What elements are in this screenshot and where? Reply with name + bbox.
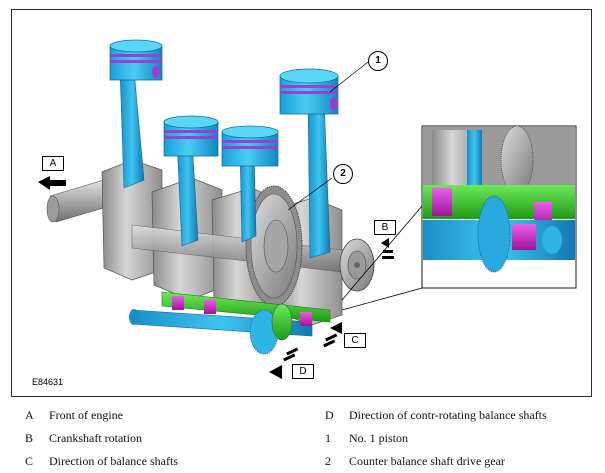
legend-text: Counter balance shaft drive gear	[349, 454, 505, 468]
piston-assembly-4	[279, 68, 339, 259]
callout-d: D	[292, 364, 314, 379]
legend-text: No. 1 piston	[349, 431, 409, 445]
legend-key: 2	[325, 454, 331, 468]
legend-text: Front of engine	[49, 408, 123, 422]
legend-key: 1	[325, 431, 331, 445]
callout-2: 2	[333, 164, 353, 184]
legend-text: Crankshaft rotation	[49, 431, 142, 445]
zoom-leader-line	[341, 205, 423, 301]
arrow-contra-rotating	[269, 347, 299, 379]
legend: A Front of engine B Crankshaft rotation C D…	[11, 400, 591, 472]
legend-item: A Front of engine	[25, 408, 123, 423]
callout-a: A	[42, 156, 64, 171]
legend-item: 1 No. 1 piston	[325, 431, 408, 446]
crankshaft-front-nose	[46, 179, 111, 223]
legend-key: B	[25, 431, 34, 445]
diagram-artwork	[38, 39, 577, 379]
callout-c: C	[344, 333, 366, 348]
legend-text: Direction of contr-rotating balance shaf…	[349, 408, 547, 422]
callout-2-leader	[287, 177, 333, 211]
arrow-front-of-engine	[38, 176, 66, 190]
legend-text: Direction of balance shafts	[49, 454, 178, 468]
legend-item: 2 Counter balance shaft drive gear	[325, 454, 505, 469]
callout-1-leader	[329, 61, 369, 93]
arrow-balance-shafts	[323, 322, 342, 348]
legend-item: C Direction of balance shafts	[25, 454, 178, 469]
callout-1: 1	[368, 51, 388, 71]
engine-diagram: A B C D 1 2 E84631	[11, 9, 592, 397]
legend-key: A	[25, 408, 34, 422]
arrow-crankshaft-rotation	[381, 238, 394, 259]
figure-id: E84631	[32, 377, 64, 387]
zoom-leader-line	[341, 287, 423, 311]
legend-item: B Crankshaft rotation	[25, 431, 142, 446]
legend-key: C	[25, 454, 34, 468]
legend-item: D Direction of contr-rotating balance sha…	[325, 408, 547, 423]
balance-shafts	[129, 291, 331, 355]
piston-assembly-2	[163, 115, 219, 247]
piston-assembly-3	[221, 125, 279, 243]
piston-assembly-1	[109, 39, 163, 189]
legend-key: D	[325, 408, 334, 422]
inset-zoom-view	[421, 125, 577, 289]
callout-b: B	[374, 220, 396, 235]
